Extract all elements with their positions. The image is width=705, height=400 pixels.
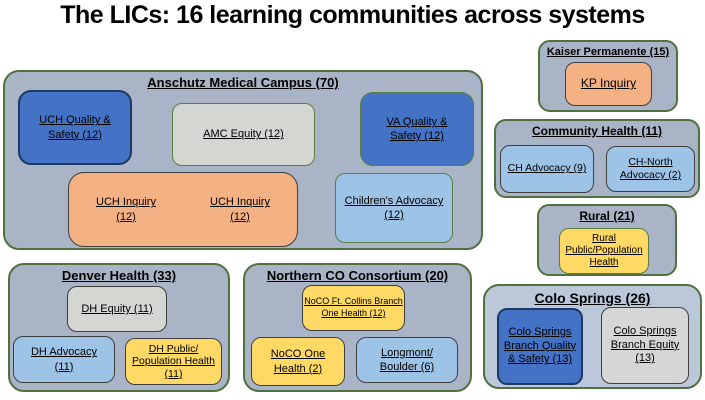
box-noco-ft-collins-branch-one-health: NoCO Ft. Collins Branch One Health (12) (302, 285, 405, 331)
group-header-kaiser: Kaiser Permanente (15) (546, 46, 670, 58)
box-label: Colo Springs Branch Equity (13) (610, 324, 680, 365)
box-dh-advocacy: DH Advocacy (11) (13, 336, 115, 383)
box-colo-springs-branch-equity: Colo Springs Branch Equity (13) (601, 307, 689, 384)
group-header-community: Community Health (11) (531, 124, 663, 138)
box-colo-springs-branch-quality-safety: Colo Springs Branch Quality & Safety (13… (497, 308, 583, 385)
box-label: Children's Advocacy (12) (344, 194, 444, 221)
box-ch-north-advocacy: CH-North Advocacy (2) (606, 146, 695, 192)
box-dh-public-population-health: DH Public/ Population Health (11) (125, 338, 222, 385)
group-header-rural: Rural (21) (579, 209, 635, 223)
group-northern-co-consortium: Northern CO Consortium (20) NoCO Ft. Col… (243, 263, 472, 392)
box-dh-equity: DH Equity (11) (67, 286, 167, 332)
group-header-denver: Denver Health (33) (61, 268, 177, 283)
group-header-noco: Northern CO Consortium (20) (266, 268, 449, 283)
box-kp-inquiry: KP Inquiry (565, 62, 652, 106)
box-label: CH-North Advocacy (2) (619, 155, 682, 181)
box-amc-equity: AMC Equity (12) (172, 103, 315, 166)
group-colo-springs: Colo Springs (26) Colo Springs Branch Qu… (483, 284, 702, 389)
box-uch-quality-safety: UCH Quality & Safety (12) (18, 90, 132, 165)
box-rural-public-population-health: Rural Public/Population Health (559, 228, 649, 274)
box-label: NoCO One Health (2) (270, 348, 326, 375)
box-label: DH Equity (11) (81, 302, 153, 315)
group-denver-health: Denver Health (33) DH Equity (11) DH Adv… (8, 263, 230, 392)
box-label: CH Advocacy (9) (507, 162, 587, 175)
box-label: Colo Springs Branch Quality & Safety (13… (503, 325, 577, 366)
group-header-anschutz: Anschutz Medical Campus (70) (147, 75, 339, 90)
box-label: UCH Quality & Safety (12) (39, 114, 111, 141)
box-label: VA Quality & Safety (12) (386, 115, 448, 142)
box-label: Rural Public/Population Health (565, 233, 643, 268)
box-longmont-boulder: Longmont/ Boulder (6) (356, 337, 458, 383)
box-noco-one-health: NoCO One Health (2) (251, 337, 345, 386)
box-label-uch-inquiry-2: UCH Inquiry (12) (210, 196, 270, 223)
group-rural: Rural (21) Rural Public/Population Healt… (537, 204, 677, 276)
box-label: KP Inquiry (580, 76, 637, 91)
box-label: NoCO Ft. Collins Branch One Health (12) (304, 296, 403, 318)
box-label: DH Advocacy (11) (30, 346, 98, 373)
box-va-quality-safety: VA Quality & Safety (12) (360, 92, 474, 166)
box-label-uch-inquiry-1: UCH Inquiry (12) (96, 196, 156, 223)
box-label: DH Public/ Population Health (11) (132, 342, 215, 380)
group-community-health: Community Health (11) CH Advocacy (9) CH… (494, 119, 700, 198)
box-uch-inquiry: UCH Inquiry (12) UCH Inquiry (12) (68, 172, 298, 247)
box-childrens-advocacy: Children's Advocacy (12) (335, 173, 453, 243)
box-label: Longmont/ Boulder (6) (379, 346, 435, 373)
slide-title: The LICs: 16 learning communities across… (60, 1, 645, 29)
box-label: AMC Equity (12) (203, 128, 284, 141)
group-kaiser-permanente: Kaiser Permanente (15) KP Inquiry (538, 40, 678, 112)
box-ch-advocacy: CH Advocacy (9) (500, 145, 594, 193)
group-header-colo-springs: Colo Springs (26) (534, 290, 651, 306)
group-anschutz-medical-campus: Anschutz Medical Campus (70) UCH Quality… (3, 70, 483, 250)
